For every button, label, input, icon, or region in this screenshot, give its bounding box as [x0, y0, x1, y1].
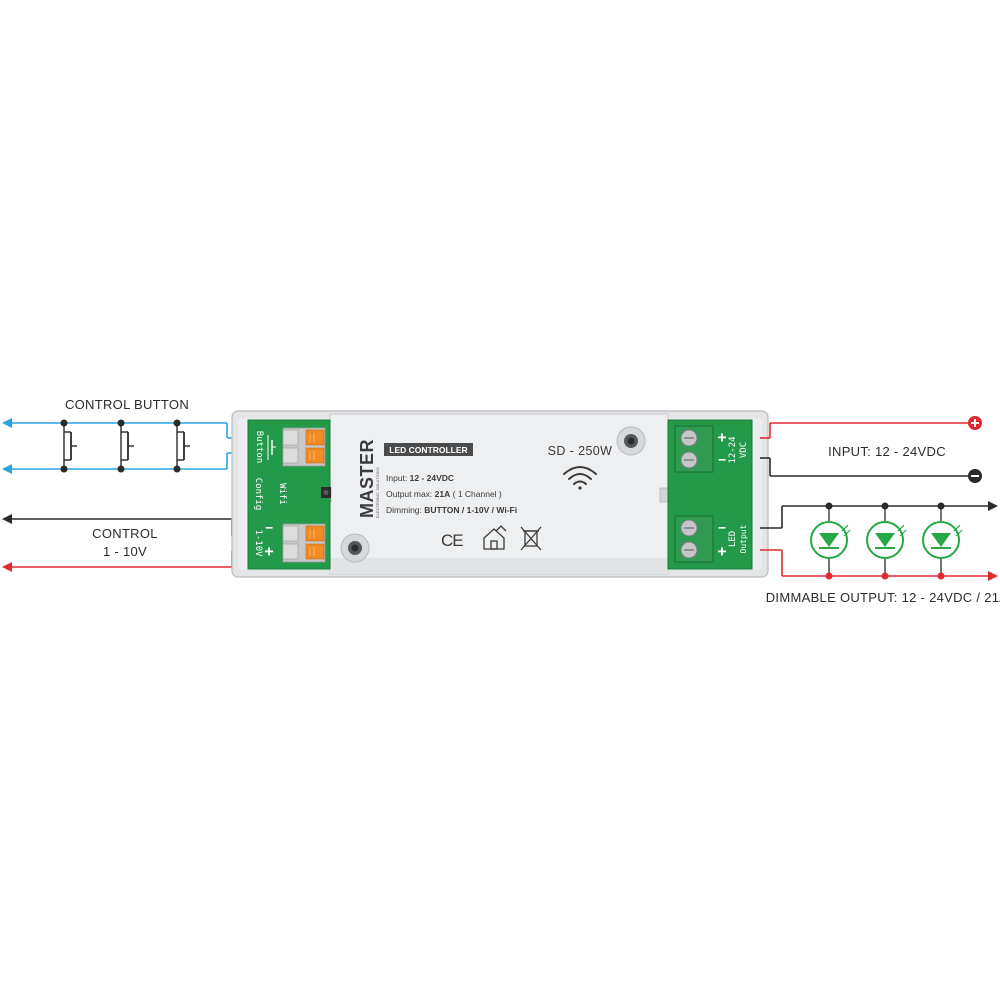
- weee-bin-icon: [520, 526, 542, 551]
- mounting-screw-icon: [340, 533, 370, 563]
- switch-symbol-icon: [267, 435, 276, 460]
- control-label: CONTROL: [92, 526, 158, 541]
- config-terminal-label: Config: [253, 478, 263, 511]
- brand-logo: MASTER: [357, 439, 377, 518]
- brand-subtitle: ELECTRONIC SOLUTIONS: [376, 467, 380, 518]
- plus-sign: +: [717, 542, 726, 560]
- control-1-10v-wiring: [2, 514, 248, 572]
- output-wiring: [760, 501, 998, 581]
- arrow-right-icon: [988, 501, 998, 511]
- control-range-label: 1 - 10V: [103, 544, 147, 559]
- spec-dimming: Dimming: BUTTON / 1-10V / Wi-Fi: [386, 505, 517, 515]
- input-voltage-terminal-label: 12-24: [728, 436, 738, 463]
- minus-sign: −: [718, 453, 726, 468]
- led-icon: [866, 502, 907, 580]
- arrow-left-icon: [2, 418, 12, 428]
- vdc-terminal-label: VDC: [739, 442, 749, 458]
- arrow-left-icon: [2, 514, 12, 524]
- product-tag: LED CONTROLLER: [389, 445, 467, 455]
- arrow-right-icon: [988, 571, 998, 581]
- input-label: INPUT: 12 - 24VDC: [828, 444, 946, 459]
- 1-10v-terminal-label: 1-10V: [253, 529, 263, 557]
- spec-input: Input: 12 - 24VDC: [386, 473, 454, 483]
- plus-terminal-icon: [968, 416, 982, 430]
- arrow-left-icon: [2, 562, 12, 572]
- led-icon: [810, 502, 851, 580]
- input-wiring: [760, 416, 982, 483]
- push-button-icon: [60, 419, 77, 473]
- plus-sign: +: [717, 428, 726, 446]
- push-button-icon: [173, 419, 190, 473]
- control-button-label: CONTROL BUTTON: [65, 397, 189, 412]
- minus-sign: −: [265, 521, 273, 536]
- minus-sign: −: [718, 521, 726, 536]
- push-terminal-block: [282, 523, 326, 563]
- mounting-screw-icon: [616, 426, 646, 456]
- button-terminal-label: Button: [254, 431, 264, 464]
- arrow-left-icon: [2, 464, 12, 474]
- wifi-terminal-label: Wifi: [277, 483, 287, 505]
- wifi-icon: [563, 466, 597, 490]
- push-button-icon: [117, 419, 134, 473]
- screw-terminal-block: [674, 515, 714, 563]
- led-icon: [922, 502, 963, 580]
- push-terminal-block: [282, 427, 326, 467]
- led-terminal-label: LED: [728, 531, 738, 547]
- minus-terminal-icon: [968, 469, 982, 483]
- ce-mark-icon: CE: [441, 531, 463, 550]
- control-button-wiring: [2, 418, 248, 474]
- plus-sign: +: [264, 542, 273, 560]
- dimmable-output-label: DIMMABLE OUTPUT: 12 - 24VDC / 21A: [766, 590, 1000, 605]
- model-name: SD - 250W: [548, 444, 613, 458]
- output-terminal-label: Output: [739, 524, 748, 553]
- indoor-use-icon: [483, 525, 507, 550]
- screw-terminal-block: [674, 425, 714, 473]
- led-controller-device: Button Wifi Config 1-10V − + + − 12-: [231, 410, 769, 578]
- spec-output: Output max: 21A ( 1 Channel ): [386, 489, 502, 499]
